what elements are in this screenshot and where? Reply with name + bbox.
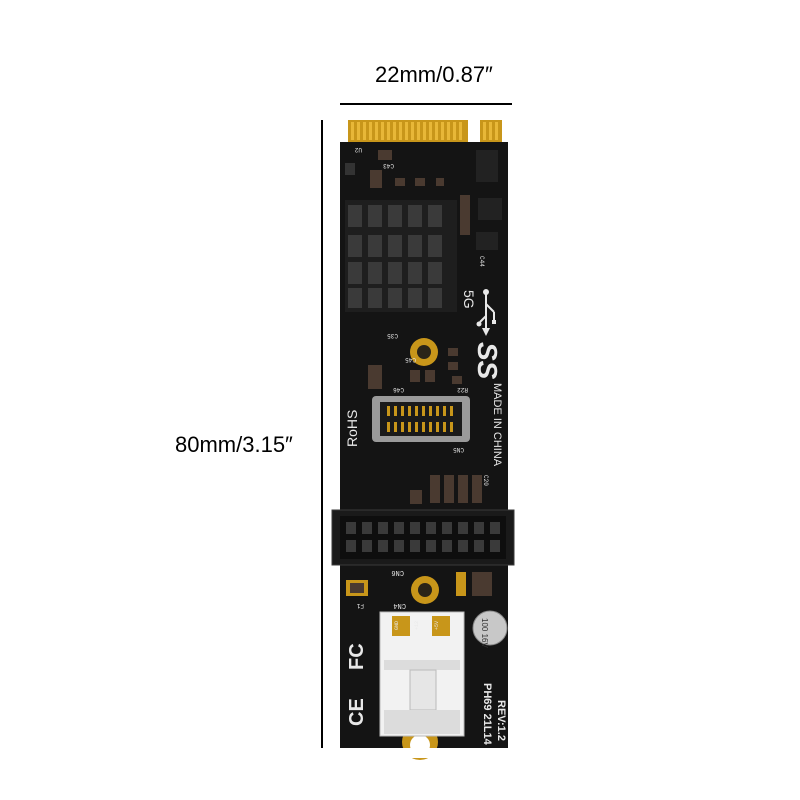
rev-text: REV:1.2	[495, 700, 507, 741]
speed-text: 5G	[461, 290, 477, 309]
cn5-label: CN5	[453, 446, 464, 453]
cn4-label: CN4	[393, 601, 406, 609]
c46-label: C46	[393, 386, 404, 393]
usb-logo-icon	[476, 289, 496, 336]
cn6-usb-header	[331, 509, 515, 566]
fan-pin-label-2: +12	[414, 621, 420, 630]
capacitor-rating-text: 100 16V	[480, 618, 489, 648]
c45-label: C45	[405, 356, 416, 363]
fc-mark: FC	[346, 643, 368, 670]
height-dimension-line	[321, 120, 323, 748]
width-dimension-label: 22mm/0.87″	[375, 62, 493, 87]
fan-pin-label-1: GND	[394, 621, 400, 630]
width-dimension-line	[340, 103, 512, 105]
made-in-text: MADE IN CHINA	[491, 383, 503, 467]
model-text: PH69 21L14	[481, 683, 493, 746]
height-dimension-label: 80mm/3.15″	[175, 432, 293, 457]
fan-pin-label-3: +5V	[434, 621, 440, 630]
electrolytic-capacitor	[472, 610, 508, 646]
fan-connector	[379, 611, 465, 737]
f1-label: F1	[356, 602, 364, 609]
cn5-key-a-connector	[372, 396, 470, 442]
lower-smd-components	[346, 572, 492, 596]
heatsink	[345, 200, 457, 312]
r22-label: R22	[457, 386, 468, 393]
c43-label: C43	[383, 162, 394, 169]
middle-smd-components	[368, 348, 482, 504]
cn6-label: CN6	[391, 568, 404, 576]
c20-label: C20	[482, 475, 489, 486]
ce-mark: CE	[346, 698, 368, 726]
gold-edge-connector	[348, 120, 502, 142]
c35-label: C35	[387, 332, 398, 339]
u2-label: U2	[354, 146, 362, 153]
ss-logo-text: SS	[472, 342, 503, 380]
c44-label: C44	[478, 256, 485, 267]
rohs-text: RoHS	[344, 410, 360, 447]
top-smd-components	[345, 150, 502, 250]
